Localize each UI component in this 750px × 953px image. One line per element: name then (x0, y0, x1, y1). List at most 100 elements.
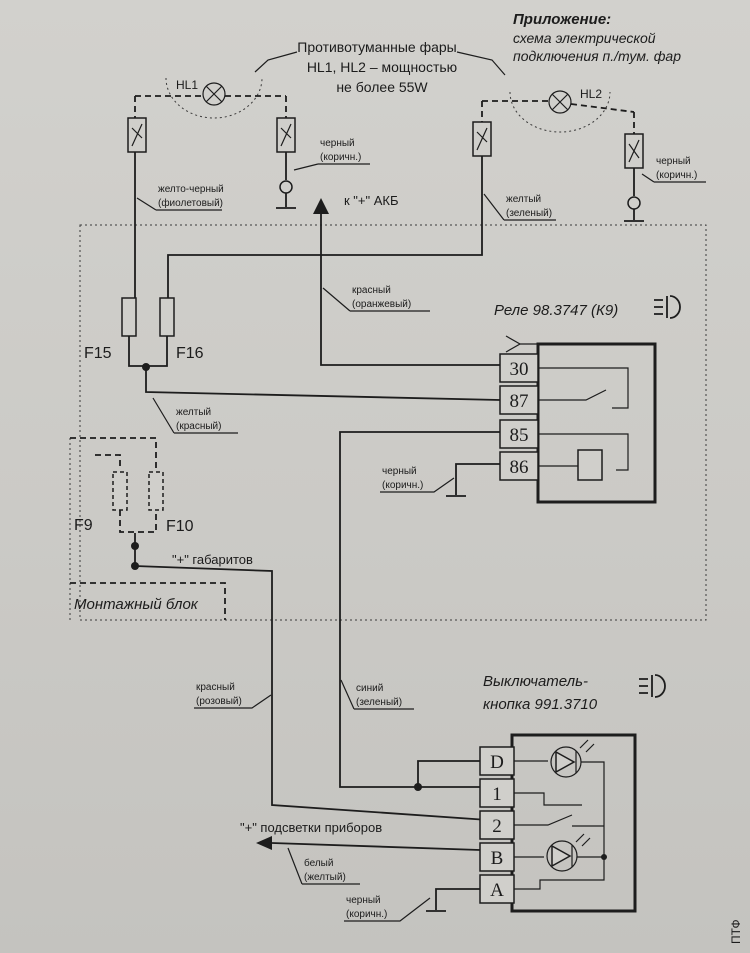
svg-text:HL1, HL2 – мощностью: HL1, HL2 – мощностью (307, 59, 457, 75)
svg-text:F16: F16 (176, 345, 204, 362)
svg-text:черный: черный (656, 156, 691, 167)
led-backlight-icon (546, 833, 591, 872)
appendix-caption: Приложение: схема электрической подключе… (513, 11, 681, 64)
relay-switch-contact (538, 389, 607, 401)
hl2-bulb-icon (548, 90, 572, 114)
switch-wire-1 (514, 792, 582, 806)
svg-text:желтый: желтый (176, 407, 211, 418)
svg-text:F10: F10 (166, 518, 194, 535)
wire-fuses-to-87 (145, 367, 501, 401)
wire-fuse-bridge (128, 336, 168, 367)
svg-text:(коричн.): (коричн.) (656, 170, 697, 181)
connector-hl2-plus (472, 121, 492, 157)
label-black-relay: черный (коричн.) (380, 466, 455, 493)
switch-wire-a (514, 858, 605, 890)
label-red-orange: красный (оранжевый) (322, 285, 430, 312)
caption-leader-left (254, 51, 298, 73)
switch-title-2: кнопка 991.3710 (483, 696, 598, 713)
relay-pin-block: 30 87 85 86 (499, 353, 539, 481)
switch-pin-d: D (490, 752, 504, 773)
wire-86-to-ground (455, 463, 500, 495)
relay-pin-30: 30 (510, 359, 529, 380)
svg-text:HL2: HL2 (580, 87, 602, 101)
svg-text:(коричн.): (коричн.) (320, 152, 361, 163)
connector-hl2-minus (624, 133, 644, 169)
svg-text:(оранжевый): (оранжевый) (352, 299, 411, 310)
label-black-brown-hl2: черный (коричн.) (641, 156, 706, 183)
svg-text:(красный): (красный) (176, 421, 221, 432)
svg-text:F15: F15 (84, 345, 112, 362)
wire-f9-top (95, 454, 121, 470)
label-red-pink: красный (розовый) (194, 682, 272, 709)
label-black-brown-hl1: черный (коричн.) (293, 138, 370, 171)
caption-leader-right (456, 51, 506, 76)
svg-text:черный: черный (382, 466, 417, 477)
label-yellow-red: желтый (красный) (152, 397, 238, 434)
switch-title-1: Выключатель- (483, 673, 588, 690)
wire-f9-f10-bridge (119, 510, 157, 533)
svg-text:(желтый): (желтый) (304, 872, 346, 883)
wire-hl2-to-f16 (167, 156, 483, 298)
relay-coil (577, 449, 603, 481)
fog-lights-caption: Противотуманные фары HL1, HL2 – мощность… (297, 39, 457, 95)
ground-icon-hl1 (276, 152, 296, 209)
svg-text:желтый: желтый (506, 194, 541, 205)
hl1-bulb-icon (202, 82, 226, 106)
switch-pin-1: 1 (492, 784, 502, 805)
relay-coil-wire-a (538, 433, 629, 471)
wire-gabarit-to-switch-2 (134, 565, 489, 821)
svg-text:черный: черный (346, 895, 381, 906)
svg-text:подключения п./тум. фар: подключения п./тум. фар (513, 48, 681, 64)
svg-text:белый: белый (304, 857, 333, 869)
relay-pin-87: 87 (510, 391, 529, 412)
wire-akb-to-30 (320, 214, 500, 366)
fog-lamp-hl1: HL1 (134, 77, 287, 119)
backlight-arrow-icon (256, 836, 272, 850)
switch-pin-2: 2 (492, 816, 502, 837)
switch-button-991: Выключатель- кнопка 991.3710 D 1 2 B A (479, 673, 666, 913)
svg-text:не более 55W: не более 55W (336, 79, 428, 95)
junction-switch (414, 783, 422, 791)
wire-backlight (271, 842, 481, 851)
wire-a-to-ground (435, 888, 480, 910)
akb-arrow-icon (313, 198, 329, 214)
switch-lamp-icon (639, 674, 666, 698)
relay-title: Реле 98.3747 (К9) (494, 302, 618, 319)
gabarit-label: "+" габаритов (172, 552, 253, 567)
svg-text:(розовый): (розовый) (196, 696, 242, 707)
svg-text:(коричн.): (коричн.) (382, 480, 423, 491)
svg-text:синий: синий (356, 683, 383, 694)
switch-pin-b: B (491, 848, 504, 869)
edge-mark: ПТФ (729, 919, 743, 944)
fuse-f16: F16 (159, 297, 204, 362)
label-yellow-black: желто-черный (фиолетовый) (136, 184, 224, 211)
relay-pin-85: 85 (510, 425, 529, 446)
svg-text:(коричн.): (коричн.) (346, 909, 387, 920)
svg-text:F9: F9 (74, 517, 93, 534)
ground-icon-hl2 (624, 168, 644, 222)
fuse-f15: F15 (84, 297, 137, 362)
svg-text:Противотуманные фары: Противотуманные фары (297, 39, 457, 55)
svg-text:красный: красный (352, 285, 391, 296)
switch-pin-a: A (490, 880, 504, 901)
fuse-f10: F10 (148, 471, 194, 535)
akb-label: к "+" АКБ (344, 193, 399, 208)
svg-text:схема электрической: схема электрической (513, 30, 656, 46)
mount-block-label: Монтажный блок (74, 596, 199, 613)
relay-k9: Реле 98.3747 (К9) 30 87 85 86 (494, 295, 681, 504)
svg-text:HL1: HL1 (176, 78, 198, 92)
label-blue-green: синий (зеленый) (340, 679, 414, 710)
relay-pin-86: 86 (510, 457, 529, 478)
label-white-yellow: белый (желтый) (287, 847, 360, 885)
relay-lamp-icon (654, 295, 681, 319)
label-yellow-green: желтый (зеленый) (483, 193, 556, 221)
svg-text:(зеленый): (зеленый) (506, 208, 552, 219)
connector-hl1-plus (127, 117, 147, 153)
wire-f10-top (70, 437, 157, 470)
svg-text:черный: черный (320, 138, 355, 149)
hl2-housing (509, 91, 611, 133)
svg-text:(зеленый): (зеленый) (356, 697, 402, 708)
mount-block-sub-frame (70, 582, 226, 620)
